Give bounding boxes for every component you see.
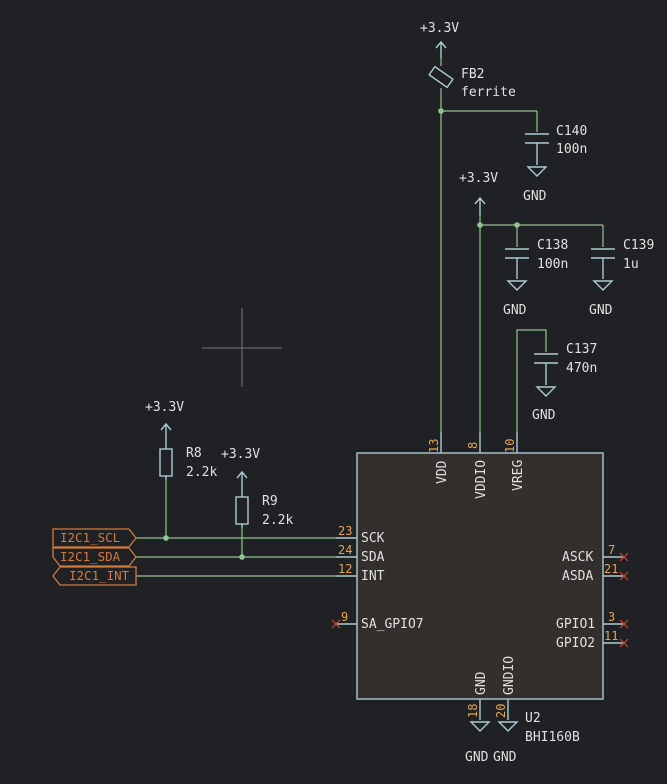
r8-value: 2.2k [186,465,217,480]
gnd-symbol[interactable] [469,721,491,732]
fb2-ref: FB2 [461,67,484,82]
power-vcc-label: +3.3V [221,447,260,462]
pin-num-sda: 24 [338,543,352,557]
junction [477,222,483,228]
c138-symbol[interactable] [505,248,529,291]
r9-value: 2.2k [262,513,293,528]
r9-symbol[interactable] [235,496,249,525]
gnd-label-c138: GND [503,303,527,318]
wire-vreg [516,329,547,432]
global-label-int-text: I2C1_INT [69,568,130,583]
global-label-scl[interactable]: I2C1_SCL [52,528,137,548]
pin-name-sa-gpio7: SA_GPIO7 [361,617,424,632]
pin-name-vreg: VREG [511,460,526,491]
pin-num-sa-gpio7: 9 [341,610,348,624]
c137-ref: C137 [566,342,597,357]
fb2-symbol[interactable] [428,65,454,89]
pin-name-sda: SDA [361,550,385,565]
c137-value: 470n [566,361,597,376]
power-vcc-r8[interactable]: +3.3V [145,400,184,445]
global-label-int[interactable]: I2C1_INT [52,566,137,586]
global-label-scl-text: I2C1_SCL [60,530,120,545]
gnd-label-pin20: GND [493,750,517,765]
pin-num-int: 12 [338,562,352,576]
power-vcc-label: +3.3V [145,400,184,415]
pin-num-vreg: 10 [503,439,517,453]
pin-name-gnd: GND [474,671,489,695]
r8-symbol[interactable] [159,448,173,477]
power-vcc-vddio[interactable]: +3.3V [459,171,498,215]
pin-num-gndio: 20 [494,704,508,718]
r8-ref: R8 [186,446,202,461]
power-vcc-r9[interactable]: +3.3V [221,447,260,493]
pin-name-vdd: VDD [435,460,450,484]
gnd-label-c139: GND [589,303,613,318]
pin-name-vddio: VDDIO [474,460,489,499]
no-connect-icon [619,552,629,562]
pin-name-gndio: GNDIO [502,656,517,695]
u2-ref: U2 [525,711,541,726]
gnd-label-c140: GND [523,189,547,204]
global-label-sda-text: I2C1_SDA [60,549,121,564]
gnd-symbol[interactable] [497,721,519,732]
cursor-crosshair [202,308,282,387]
pin-name-asda: ASDA [562,569,593,584]
fb2-value: ferrite [461,85,516,100]
c138-ref: C138 [537,238,568,253]
pin-name-sck: SCK [361,531,385,546]
junction [438,108,444,114]
c140-symbol[interactable] [525,133,549,177]
pin-num-vddio: 8 [466,442,480,449]
r9-ref: R9 [262,494,278,509]
c139-symbol[interactable] [591,248,615,291]
c140-ref: C140 [556,124,587,139]
no-connect-icon [619,638,629,648]
u2-value: BHI160B [525,730,580,745]
pin-num-asck: 7 [608,543,615,557]
pin-num-gpio1: 3 [608,610,615,624]
c138-value: 100n [537,257,568,272]
c140-value: 100n [556,142,587,157]
junction [163,535,169,541]
c139-ref: C139 [623,238,654,253]
no-connect-icon [619,571,629,581]
pin-num-vdd: 13 [427,439,441,453]
power-vcc-label: +3.3V [420,21,459,36]
global-label-sda[interactable]: I2C1_SDA [52,547,137,567]
pin-num-sck: 23 [338,524,352,538]
pin-name-int: INT [361,569,385,584]
power-vcc-top[interactable]: +3.3V [420,21,459,58]
no-connect-icon [619,619,629,629]
pin-num-asda: 21 [604,562,618,576]
gnd-label-pin18: GND [465,750,489,765]
c139-value: 1u [623,257,639,272]
junction [239,554,245,560]
pin-name-gpio1: GPIO1 [556,617,595,632]
pin-num-gpio2: 11 [604,629,618,643]
pin-name-asck: ASCK [562,550,593,565]
c137-symbol[interactable] [534,353,558,397]
power-vcc-label: +3.3V [459,171,498,186]
pin-name-gpio2: GPIO2 [556,636,595,651]
no-connect-icon [331,619,341,629]
pin-num-gnd: 18 [466,704,480,718]
gnd-label-c137: GND [532,408,556,423]
